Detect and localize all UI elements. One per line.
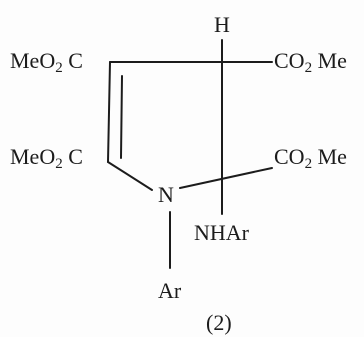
ester-subscript: 2 (55, 60, 63, 76)
methoxycarbonyl-bottom-right: CO2 Me (274, 144, 347, 172)
methoxycarbonyl-top-right: CO2 Me (274, 48, 347, 76)
compound-number-label: (2) (206, 310, 232, 335)
ester-prefix: MeO (10, 144, 56, 169)
left-double-bond-inner (120, 75, 123, 159)
ester-suffix: Me (312, 48, 347, 73)
methoxycarbonyl-top-left: MeO2 C (10, 48, 83, 76)
ester-suffix: Me (312, 144, 347, 169)
nhar-label: NHAr (194, 220, 249, 245)
nitrogen-label: N (158, 182, 174, 207)
aryl-label: Ar (158, 278, 182, 303)
ester-prefix: MeO (10, 48, 56, 73)
ester-subscript: 2 (55, 156, 63, 172)
ester-prefix: CO (274, 48, 305, 73)
ester-subscript: 2 (304, 156, 313, 172)
ester-suffix: C (62, 144, 83, 169)
left-vertical-bond (107, 61, 111, 163)
ester-suffix: C (62, 48, 83, 73)
methoxycarbonyl-bottom-left: MeO2 C (10, 144, 83, 172)
ester-prefix: CO (274, 144, 305, 169)
nitrogen-ester-bond (179, 167, 273, 189)
ester-subscript: 2 (304, 60, 313, 76)
hydrogen-label: H (214, 12, 230, 37)
carbon-nitrogen-bond (107, 161, 153, 191)
